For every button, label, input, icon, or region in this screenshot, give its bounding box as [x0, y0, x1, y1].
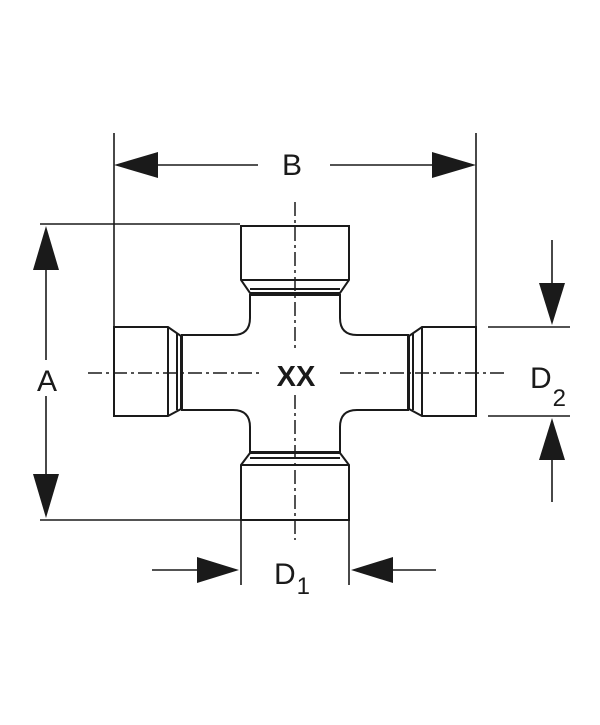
d1-arrow-right [351, 557, 393, 583]
dimension-a: A [33, 226, 59, 518]
dimension-d2: D2 [530, 240, 566, 502]
center-mark-background [266, 356, 324, 390]
b-arrow-left [114, 152, 158, 178]
center-mark: XX [277, 361, 316, 393]
d1-arrow-left [197, 557, 239, 583]
dimension-b: B [114, 149, 476, 182]
dimension-label-b: B [282, 149, 302, 182]
dimension-label-d1: D1 [274, 558, 310, 600]
b-arrow-right [432, 152, 476, 178]
d2-arrow-bottom [539, 418, 565, 460]
left-bearing-cup [113, 326, 182, 417]
dimension-label-d2: D2 [530, 362, 566, 412]
a-arrow-top [33, 226, 59, 270]
d2-arrow-top [539, 283, 565, 325]
a-arrow-bottom [33, 474, 59, 518]
right-bearing-cup [408, 326, 477, 417]
dimension-d1: D1 [152, 557, 436, 600]
dimension-label-a: A [37, 365, 57, 398]
